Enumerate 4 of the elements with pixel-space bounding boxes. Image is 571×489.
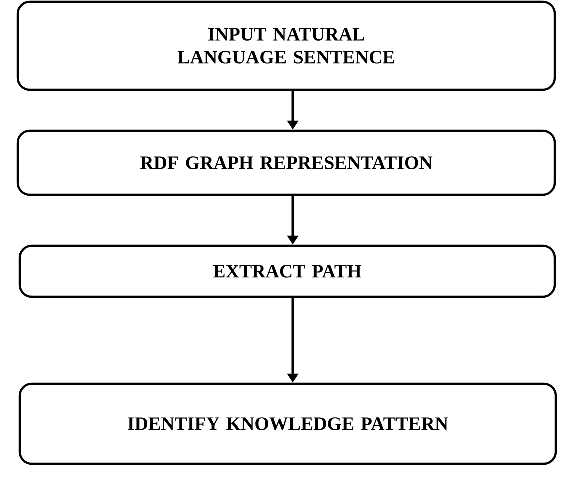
- process-box: INPUT NATURAL LANGUAGE SENTENCE: [16, 0, 556, 92]
- process-box: IDENTIFY KNOWLEDGE PATTERN: [18, 382, 558, 466]
- process-box: RDF GRAPH REPRESENTATION: [16, 130, 556, 196]
- process-box: EXTRACT PATH: [18, 244, 556, 298]
